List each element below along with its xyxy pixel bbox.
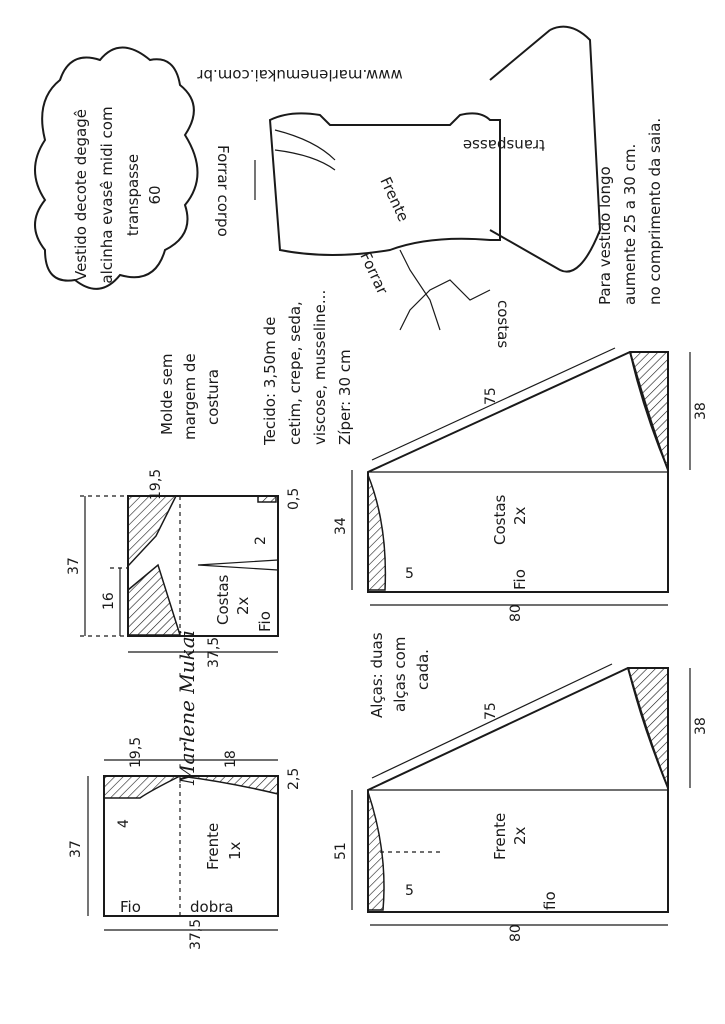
frente-bodice-top2: 18 [223, 750, 239, 768]
costas-bodice-height: 37 [66, 557, 82, 575]
costas-skirt-count: 2x [511, 506, 529, 525]
costas-bodice-lower: 16 [101, 592, 117, 610]
website-url: www.marlenemukai.com.br [196, 66, 402, 84]
frente-bodice-count: 1x [226, 841, 244, 860]
costas-bodice-corner: 0,5 [286, 488, 302, 510]
costas-bodice-piece: 37 16 19,5 0,5 2 Costas 2x Fio 37,5 [66, 469, 302, 668]
costas-bodice-width: 37,5 [206, 637, 222, 668]
frente-bodice-fold: dobra [190, 898, 234, 916]
straps-line-2: alças com [391, 637, 409, 712]
frente-sketch-label: Frente [376, 174, 412, 224]
frente-width-dim: 80 [508, 924, 524, 942]
frente-length-dim: 75 [483, 702, 499, 720]
frente-bodice-top: 19,5 [128, 737, 144, 768]
signature: Marlene Mukai [175, 630, 199, 786]
costas-width-dim: 80 [508, 604, 524, 622]
frente-bodice-corner: 2,5 [286, 768, 302, 790]
long-note-1: Para vestido longo [596, 166, 614, 305]
frente-bodice-height: 37 [68, 840, 84, 858]
molde-note-1: Molde sem [158, 354, 176, 435]
fabric-line-3: viscose, musseline... [311, 290, 329, 445]
molde-note-2: margem de [181, 353, 199, 440]
forrar-label: Forrar [356, 249, 392, 298]
frente-bodice-piece: 37 19,5 18 2,5 4 Frente 1x Fio dobra 37,… [68, 737, 302, 950]
fabric-line-2: cetim, crepe, seda, [286, 301, 304, 445]
costas-bodice-grain: Fio [256, 611, 274, 632]
frente-small-dim: 5 [405, 883, 414, 899]
straps-line-3: cada. [414, 649, 432, 690]
costas-hem-dim: 38 [693, 402, 709, 420]
frente-grain: fio [541, 891, 559, 910]
title-line-1: Vestido decote degagê [72, 109, 90, 281]
frente-bodice-grain: Fio [120, 898, 141, 916]
frente-bodice-label: Frente [204, 823, 222, 870]
frente-side-dim: 51 [333, 842, 349, 860]
long-note-2: aumente 25 a 30 cm. [621, 144, 639, 305]
costas-bodice-top: 19,5 [148, 469, 164, 500]
frente-bodice-width: 37,5 [188, 919, 204, 950]
frente-skirt-piece: 51 5 Frente 2x fio 75 38 80 [333, 663, 709, 942]
costas-bodice-dart: 2 [253, 536, 269, 545]
title-line-2: alcinha evasê midi com [98, 106, 116, 283]
forrar-corpo-label: Forrar corpo [214, 145, 232, 237]
frente-hem-dim: 38 [693, 717, 709, 735]
costas-side-dim: 34 [333, 517, 349, 535]
transpasse-label: transpasse [463, 136, 545, 154]
frente-bodice-neck: 4 [116, 819, 132, 828]
title-cloud: Vestido decote degagê alcinha evasê midi… [34, 46, 199, 290]
frente-skirt-count: 2x [511, 826, 529, 845]
costas-sketch-label: costas [494, 300, 512, 348]
costas-length-dim: 75 [483, 387, 499, 405]
straps-line-1: Alças: duas [368, 632, 386, 718]
costas-bodice-count: 2x [234, 596, 252, 615]
title-line-3: transpasse [124, 154, 142, 236]
long-note-3: no comprimento da saia. [646, 118, 664, 305]
frente-skirt-label: Frente [491, 813, 509, 860]
costas-skirt-piece: 34 5 Costas 2x Fio 75 38 80 [333, 347, 709, 622]
fabric-line-1: Tecido: 3,50m de [261, 317, 279, 446]
costas-skirt-label: Costas [491, 494, 509, 545]
costas-grain: Fio [511, 569, 529, 590]
costas-bodice-label: Costas [214, 574, 232, 625]
title-line-4: 60 [146, 185, 164, 204]
fabric-line-4: Zíper: 30 cm [336, 349, 354, 445]
molde-note-3: costura [204, 369, 222, 425]
costas-small-dim: 5 [405, 566, 414, 582]
